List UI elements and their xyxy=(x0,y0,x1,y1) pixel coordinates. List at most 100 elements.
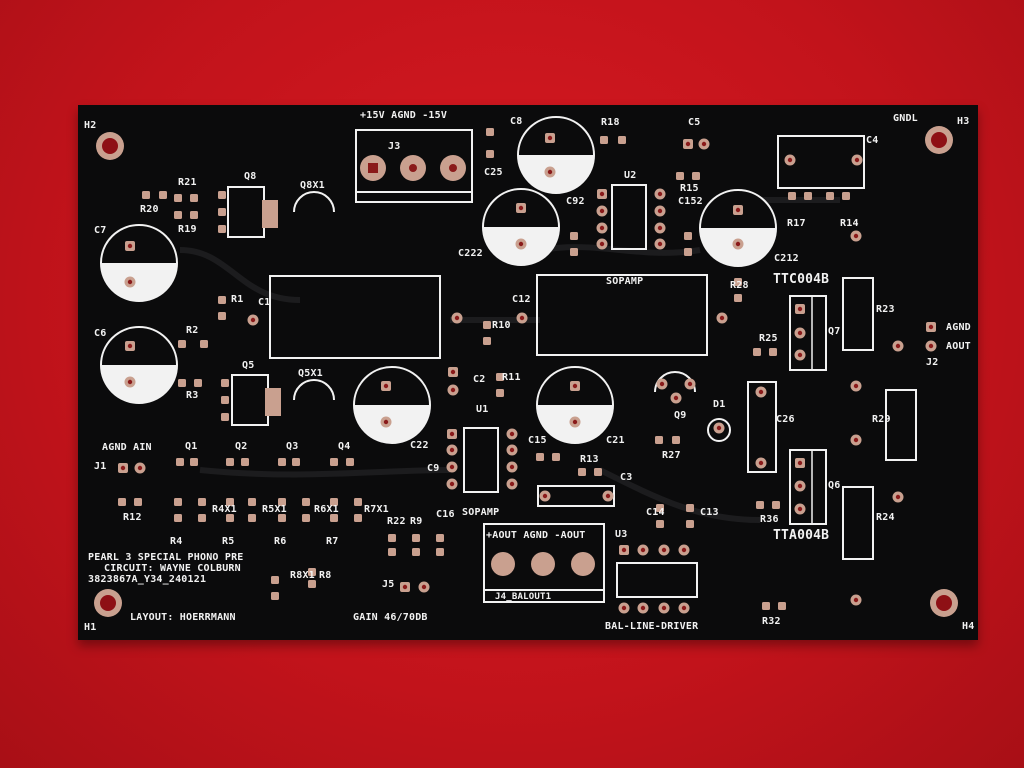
ref-c7: C7 xyxy=(94,225,107,236)
agnd-label: AGND xyxy=(946,322,971,333)
ref-q9: Q9 xyxy=(674,410,687,421)
ref-c21: C21 xyxy=(606,435,625,446)
j4-label: J4_BALOUT1 xyxy=(495,592,552,602)
transistor-q5 xyxy=(221,374,335,426)
ref-u3: U3 xyxy=(615,529,628,540)
ref-r2: R2 xyxy=(186,325,199,336)
ref-c8: C8 xyxy=(510,116,523,127)
ref-r29: R29 xyxy=(872,414,891,425)
ref-r13: R13 xyxy=(580,454,599,465)
ref-c222: C222 xyxy=(458,248,483,259)
ref-q7: Q7 xyxy=(828,326,841,337)
ref-r25: R25 xyxy=(759,333,778,344)
cap-c8 xyxy=(517,116,595,194)
ref-u2: U2 xyxy=(624,170,637,181)
ref-r6x1: R6X1 xyxy=(314,504,339,515)
ref-c4: C4 xyxy=(866,135,879,146)
ref-j1: J1 xyxy=(94,461,107,472)
ic-u2 xyxy=(596,184,666,250)
power-header-label: +15V AGND -15V xyxy=(360,110,448,121)
ref-r5x1: R5X1 xyxy=(262,504,287,515)
board-title: PEARL 3 SPECIAL PHONO PRE xyxy=(88,552,244,563)
aout-label: AOUT xyxy=(946,341,971,352)
ref-r8: R8 xyxy=(319,570,332,581)
cap-c222 xyxy=(482,188,560,266)
ref-c25: C25 xyxy=(484,167,503,178)
transistor-q9 xyxy=(654,371,696,404)
ref-q2: Q2 xyxy=(235,441,248,452)
cap-c7 xyxy=(100,224,178,302)
cap-c212 xyxy=(699,189,777,267)
ref-r11: R11 xyxy=(502,372,521,383)
ref-q3: Q3 xyxy=(286,441,299,452)
transistor-q8 xyxy=(218,186,335,238)
ic-u3 xyxy=(616,544,698,614)
ref-r17: R17 xyxy=(787,218,806,229)
hole-h2-label: H2 xyxy=(84,120,97,131)
hole-h3-label: H3 xyxy=(957,116,970,127)
ref-c1: C1 xyxy=(258,297,271,308)
ref-r5: R5 xyxy=(222,536,235,547)
ref-r15: R15 xyxy=(680,183,699,194)
ref-r36: R36 xyxy=(760,514,779,525)
cap-c6 xyxy=(100,326,178,404)
ic-u1 xyxy=(446,427,518,493)
cap-c12 xyxy=(516,274,728,356)
ref-q5: Q5 xyxy=(242,360,255,371)
hole-h1-label: H1 xyxy=(84,622,97,633)
ref-r28: R28 xyxy=(730,280,749,291)
ref-c3: C3 xyxy=(620,472,633,483)
tta-label: TTA004B xyxy=(773,528,830,543)
ref-c22: C22 xyxy=(410,440,429,451)
ref-r7x1: R7X1 xyxy=(364,504,389,515)
output-header-label: +AOUT AGND -AOUT xyxy=(486,530,586,541)
ref-c12: C12 xyxy=(512,294,531,305)
ref-c15: C15 xyxy=(528,435,547,446)
resistor-bodies xyxy=(842,277,917,560)
ref-r27: R27 xyxy=(662,450,681,461)
mount-hole-h3 xyxy=(925,126,953,154)
gain-label: GAIN 46/70DB xyxy=(353,612,428,623)
ref-r3: R3 xyxy=(186,390,199,401)
transistor-q6 xyxy=(789,449,827,525)
ttc-label: TTC004B xyxy=(773,272,830,287)
ref-r4x1: R4X1 xyxy=(212,504,237,515)
cap-c1 xyxy=(247,275,463,359)
sopamp-bottom-label: SOPAMP xyxy=(462,507,500,518)
j4-terminal xyxy=(483,523,605,603)
transistor-q7 xyxy=(789,295,827,371)
board-circuit: CIRCUIT: WAYNE COLBURN xyxy=(104,563,241,574)
cap-c3 xyxy=(537,485,615,507)
ref-q1: Q1 xyxy=(185,441,198,452)
ref-r10: R10 xyxy=(492,320,511,331)
ref-j2: J2 xyxy=(926,357,939,368)
j3-terminal xyxy=(355,129,473,203)
mount-hole-h2 xyxy=(96,132,124,160)
ref-r14: R14 xyxy=(840,218,859,229)
layout-credit: LAYOUT: HOERRMANN xyxy=(130,612,236,623)
ref-q4: Q4 xyxy=(338,441,351,452)
diode-d1 xyxy=(707,418,731,442)
ref-c92: C92 xyxy=(566,196,585,207)
ref-r20: R20 xyxy=(140,204,159,215)
hole-h4-label: H4 xyxy=(962,621,975,632)
ref-c5: C5 xyxy=(688,117,701,128)
cap-c26 xyxy=(747,381,777,473)
ref-c2: C2 xyxy=(473,374,486,385)
ref-q8: Q8 xyxy=(244,171,257,182)
ref-c16: C16 xyxy=(436,509,455,520)
cap-c22 xyxy=(353,366,431,444)
ref-r9: R9 xyxy=(410,516,423,527)
ref-j5: J5 xyxy=(382,579,395,590)
ref-r32: R32 xyxy=(762,616,781,627)
ref-r6: R6 xyxy=(274,536,287,547)
ref-r22: R22 xyxy=(387,516,406,527)
ref-r1: R1 xyxy=(231,294,244,305)
ref-r4: R4 xyxy=(170,536,183,547)
mount-hole-h1 xyxy=(94,589,122,617)
agnd-ain-label: AGND AIN xyxy=(102,442,152,453)
ref-r8x1: R8X1 xyxy=(290,570,315,581)
sopamp-top-label: SOPAMP xyxy=(606,276,644,287)
ref-c26: C26 xyxy=(776,414,795,425)
